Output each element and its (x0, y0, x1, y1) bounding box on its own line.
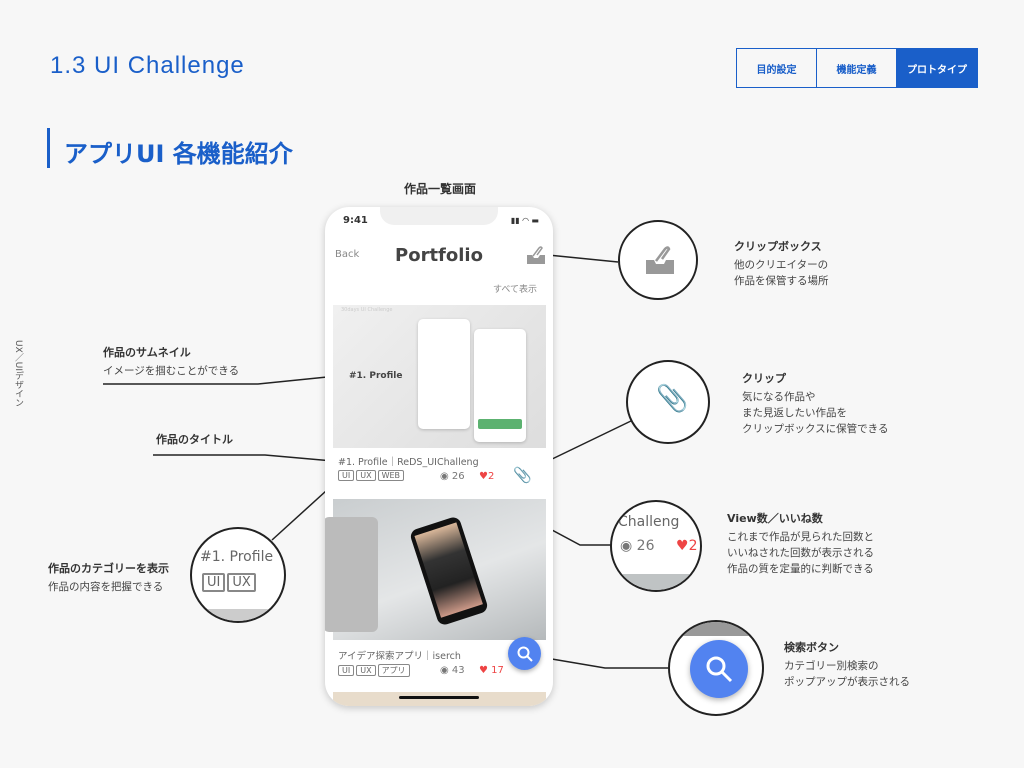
tag: UI (338, 470, 355, 481)
annotation-title: 作品のタイトル (156, 433, 233, 446)
nav-purpose[interactable]: 目的設定 (737, 49, 817, 87)
nav-prototype[interactable]: プロトタイプ (897, 49, 977, 87)
work-title[interactable]: アイデア探索アプリ｜iserch (338, 651, 461, 662)
section-heading: アプリUI 各機能紹介 (64, 140, 293, 168)
tag: WEB (377, 470, 405, 481)
section-nav: 目的設定 機能定義 プロトタイプ (736, 48, 978, 88)
search-icon (706, 656, 733, 683)
slide-title: 1.3 UI Challenge (50, 52, 245, 79)
search-icon (517, 646, 533, 662)
eye-icon: ◉ (620, 538, 637, 554)
eye-icon: ◉ (440, 665, 452, 676)
zoom-clip: 📎 (626, 360, 710, 444)
back-button[interactable]: Back (335, 249, 360, 260)
tag: UX (356, 470, 376, 481)
nav-function[interactable]: 機能定義 (817, 49, 897, 87)
annotation-clipbox: クリップボックス他のクリエイターの作品を保管する場所 (734, 240, 829, 287)
view-count: ◉ 26 (440, 471, 465, 482)
clipbox-icon[interactable] (525, 245, 547, 265)
phone-mockup: 9:41 ▮▮ ◠ ▬ Back Portfolio すべて表示 30days … (325, 207, 553, 706)
work-thumbnail[interactable] (325, 499, 546, 640)
view-count: ◉ 43 (440, 665, 465, 676)
annotation-search: 検索ボタンカテゴリー別検索のポップアップが表示される (784, 641, 910, 688)
zoom-clipbox (618, 220, 698, 300)
tag: UI (202, 573, 226, 592)
work-title[interactable]: #1. Profile｜ReDS_UIChalleng (338, 457, 479, 468)
heart-icon[interactable]: ♥ (479, 665, 492, 676)
tag: UX (227, 573, 256, 592)
status-time: 9:41 (343, 215, 368, 226)
home-indicator (399, 696, 479, 699)
work-thumbnail[interactable]: 30days UI Challenge #1. Profile (333, 305, 546, 448)
annotation-thumbnail: 作品のサムネイルイメージを掴むことができる (103, 346, 240, 377)
clipbox-icon (646, 246, 674, 274)
annotation-views: View数／いいね数これまで作品が見られた回数といいねされた回数が表示される作品… (727, 512, 874, 575)
thumb-label: #1. Profile (349, 371, 403, 381)
heading-bar (47, 128, 50, 168)
page-title: Portfolio (395, 245, 483, 266)
tag: アプリ (377, 664, 410, 677)
screen-title: 作品一覧画面 (403, 182, 476, 196)
thumb-watermark: 30days UI Challenge (341, 307, 393, 313)
clip-icon[interactable]: 📎 (513, 466, 532, 484)
side-label: UX／UIデザイン (13, 340, 23, 407)
like-count: ♥ 17 (479, 665, 504, 676)
see-all-link[interactable]: すべて表示 (492, 285, 537, 295)
tag: UI (338, 665, 355, 676)
eye-icon: ◉ (440, 471, 452, 482)
clip-icon: 📎 (656, 384, 689, 414)
like-count: ♥2 (479, 471, 495, 482)
search-button[interactable] (508, 637, 541, 670)
annotation-clip: クリップ気になる作品やまた見返したい作品をクリップボックスに保管できる (742, 372, 889, 435)
status-icons: ▮▮ ◠ ▬ (510, 216, 539, 225)
tag: UX (356, 665, 376, 676)
zoom-search (668, 620, 764, 716)
heart-icon[interactable]: ♥ (479, 471, 488, 482)
annotation-category: 作品のカテゴリーを表示作品の内容を把握できる (48, 562, 169, 593)
heart-icon: ♥ (676, 538, 689, 554)
zoom-views: Challeng ◉ 26 ♥2 (610, 500, 702, 592)
